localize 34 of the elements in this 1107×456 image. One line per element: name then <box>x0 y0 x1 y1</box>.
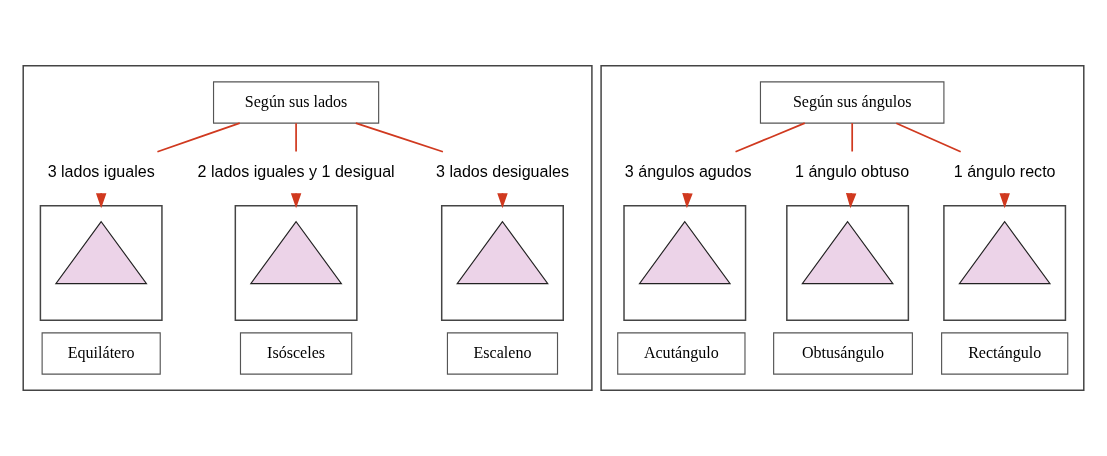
connector <box>851 122 854 153</box>
node-triangle <box>801 220 895 285</box>
connector <box>895 122 962 153</box>
node-text: 1 ángulo recto <box>953 161 1056 180</box>
node-triangle <box>249 220 343 285</box>
cluster <box>39 204 163 322</box>
cluster <box>600 65 1085 391</box>
node-box: Según sus lados <box>212 81 380 124</box>
node-box: Escaleno <box>446 332 559 375</box>
cluster <box>943 204 1067 322</box>
node-box: Acutángulo <box>617 332 746 375</box>
node-triangle <box>54 220 148 285</box>
connector <box>354 122 444 153</box>
node-box: Según sus ángulos <box>759 81 945 124</box>
node-text: 3 lados desiguales <box>436 161 569 180</box>
node-triangle <box>638 220 732 285</box>
node-triangle <box>958 220 1052 285</box>
node-box: Rectángulo <box>941 332 1069 375</box>
node-text: 3 ángulos agudos <box>624 161 752 180</box>
cluster <box>440 204 564 322</box>
node-text: 1 ángulo obtuso <box>795 161 910 180</box>
connector <box>156 122 241 153</box>
cluster <box>234 204 358 322</box>
node-box: Obtusángulo <box>773 332 913 375</box>
node-box: Equilátero <box>41 332 161 375</box>
node-text: 2 lados iguales y 1 desigual <box>197 161 395 180</box>
connector <box>295 122 297 153</box>
cluster <box>623 204 747 322</box>
connector <box>734 122 806 153</box>
node-box: Isósceles <box>239 332 353 375</box>
cluster <box>22 65 593 391</box>
node-triangle <box>456 220 549 285</box>
node-text: 3 lados iguales <box>47 161 155 180</box>
cluster <box>786 204 910 322</box>
